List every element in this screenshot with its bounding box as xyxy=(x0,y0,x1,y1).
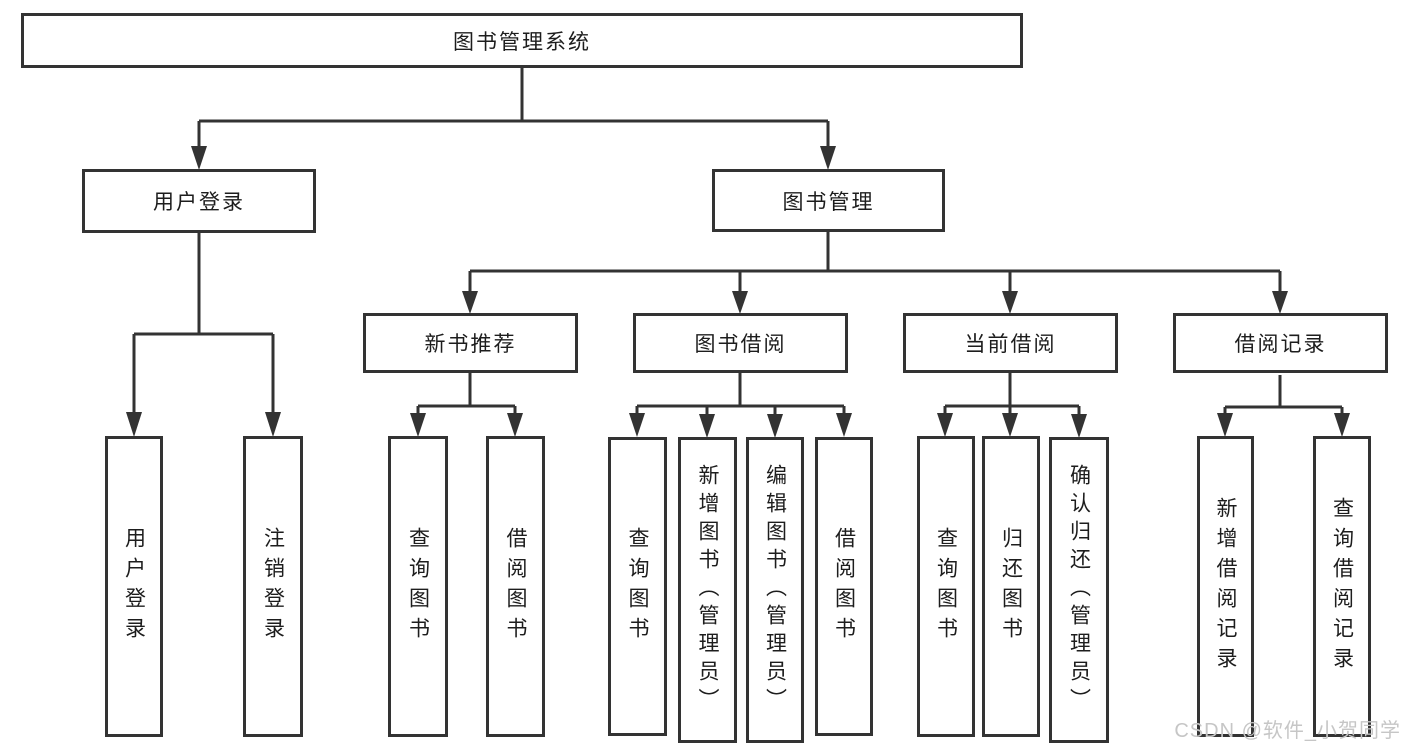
leaf-add-borrow-record: 新增借阅记录 xyxy=(1197,436,1254,737)
node-label: 归还图书 xyxy=(999,526,1023,647)
leaf-edit-books-admin: 编辑图书（管理员） xyxy=(746,437,804,743)
csdn-watermark: CSDN @软件_小贺同学 xyxy=(1174,720,1401,742)
node-label: 注销登录 xyxy=(261,526,285,647)
node-book-borrow: 图书借阅 xyxy=(633,313,848,373)
node-label: 借阅图书 xyxy=(832,526,856,647)
node-label: 图书管理 xyxy=(782,190,875,214)
node-label: 编辑图书（管理员） xyxy=(763,464,787,716)
node-new-book-recommend: 新书推荐 xyxy=(363,313,578,373)
node-label: 借阅记录 xyxy=(1234,333,1327,356)
node-label: 查询图书 xyxy=(406,526,430,647)
node-label: 借阅图书 xyxy=(504,526,527,647)
node-label: 确认归还（管理员） xyxy=(1067,464,1091,716)
node-label: 图书管理系统 xyxy=(453,30,591,54)
node-label: 当前借阅 xyxy=(964,333,1057,356)
node-label: 查询图书 xyxy=(934,526,958,647)
leaf-borrow-books: 借阅图书 xyxy=(815,437,873,736)
node-current-borrow: 当前借阅 xyxy=(903,313,1118,373)
node-label: 用户登录 xyxy=(153,191,245,214)
node-label: 新增图书（管理员） xyxy=(696,464,719,716)
leaf-query-borrow-record: 查询借阅记录 xyxy=(1313,436,1371,737)
leaf-user-login: 用户登录 xyxy=(105,436,163,737)
node-label: 用户登录 xyxy=(122,526,146,647)
leaf-confirm-return-admin: 确认归还（管理员） xyxy=(1049,437,1109,743)
node-label: 新增借阅记录 xyxy=(1214,496,1237,677)
node-label: 新书推荐 xyxy=(424,333,517,356)
node-label: 查询图书 xyxy=(626,526,649,647)
leaf-logout: 注销登录 xyxy=(243,436,303,737)
leaf-borrow-books-recommend: 借阅图书 xyxy=(486,436,545,737)
node-library-management-system: 图书管理系统 xyxy=(21,13,1023,68)
node-book-management: 图书管理 xyxy=(712,169,945,232)
node-label: 图书借阅 xyxy=(694,333,787,356)
leaf-query-books-current: 查询图书 xyxy=(917,436,975,737)
node-label: 查询借阅记录 xyxy=(1330,496,1354,677)
leaf-query-books-borrow: 查询图书 xyxy=(608,437,667,736)
leaf-query-books-recommend: 查询图书 xyxy=(388,436,448,737)
leaf-return-books: 归还图书 xyxy=(982,436,1040,737)
leaf-add-books-admin: 新增图书（管理员） xyxy=(678,437,737,743)
node-borrow-records: 借阅记录 xyxy=(1173,313,1388,373)
node-user-login: 用户登录 xyxy=(82,169,316,233)
